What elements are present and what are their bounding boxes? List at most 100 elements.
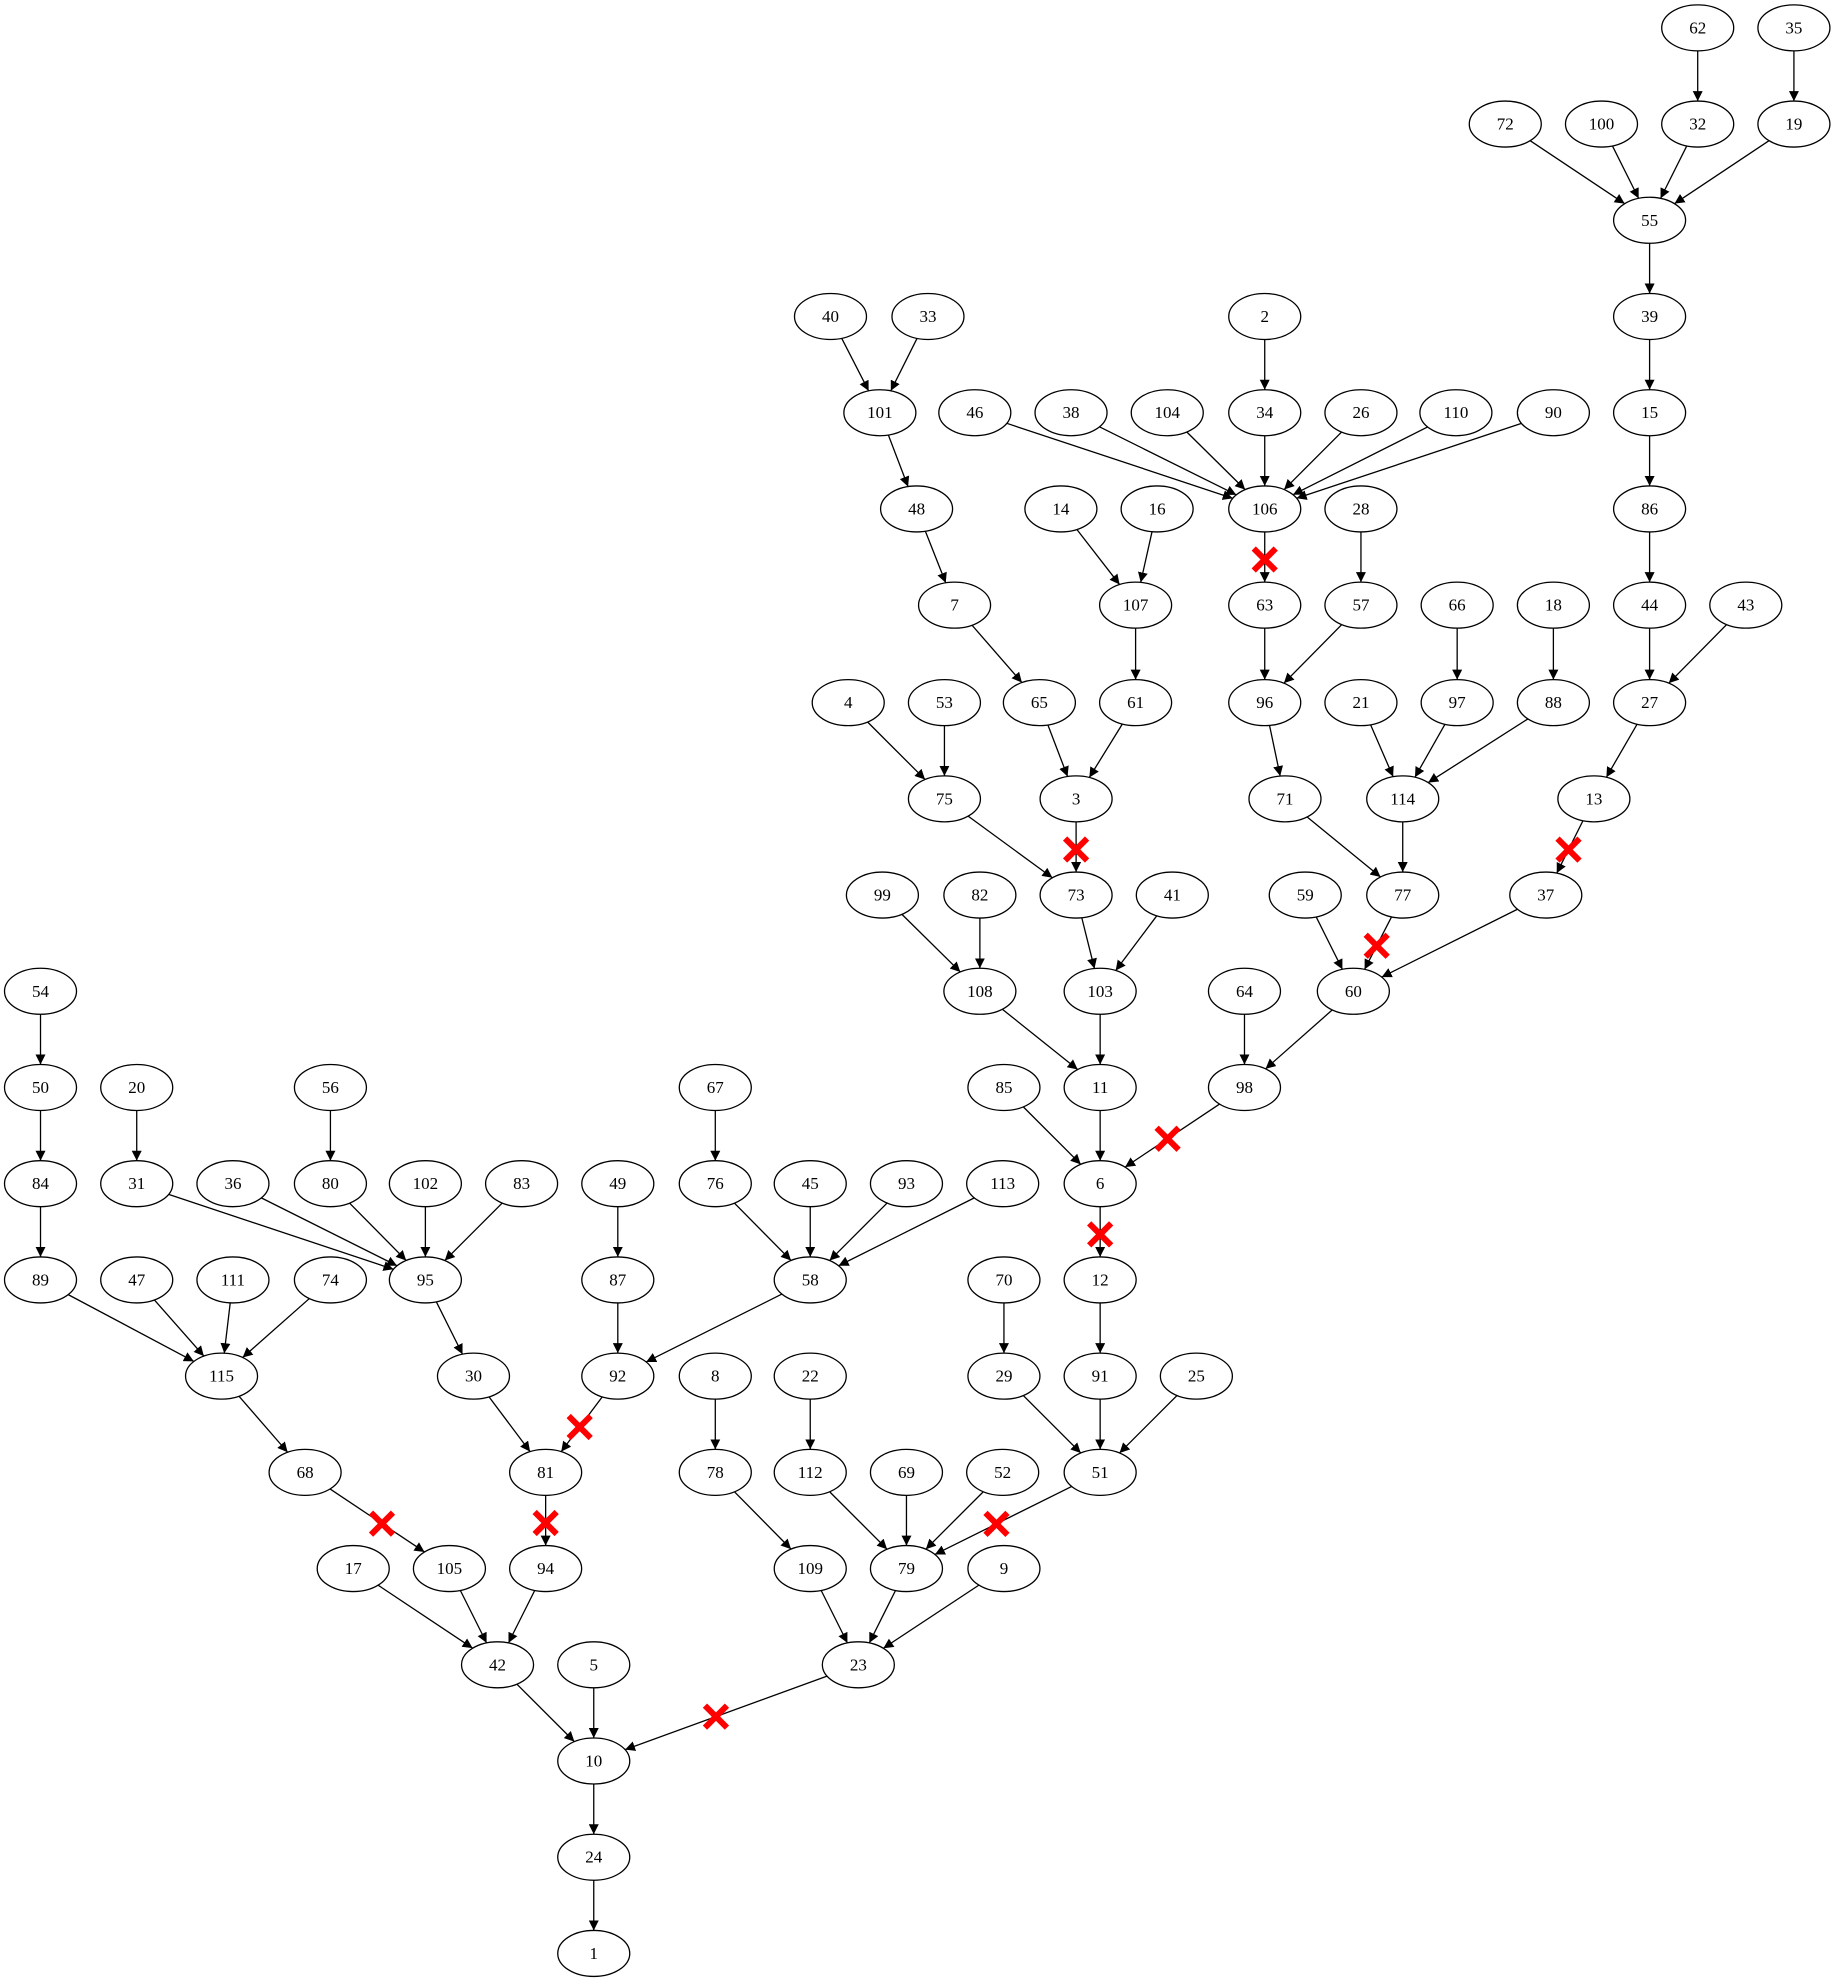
node-89[interactable]: 89 <box>3 1256 78 1304</box>
node-69[interactable]: 69 <box>869 1448 944 1497</box>
node-64[interactable]: 64 <box>1207 967 1282 1015</box>
node-101[interactable]: 101 <box>843 389 917 437</box>
node-58[interactable]: 58 <box>773 1256 847 1304</box>
node-60[interactable]: 60 <box>1316 967 1391 1015</box>
node-37[interactable]: 37 <box>1509 871 1583 919</box>
node-102[interactable]: 102 <box>388 1160 463 1208</box>
node-88[interactable]: 88 <box>1516 678 1591 727</box>
node-68[interactable]: 68 <box>268 1448 342 1497</box>
node-82[interactable]: 82 <box>943 871 1017 919</box>
node-86[interactable]: 86 <box>1612 485 1687 533</box>
node-79[interactable]: 79 <box>869 1544 944 1593</box>
node-40[interactable]: 40 <box>793 292 868 341</box>
node-54[interactable]: 54 <box>3 967 78 1015</box>
node-96[interactable]: 96 <box>1228 678 1302 727</box>
node-98[interactable]: 98 <box>1207 1063 1282 1112</box>
node-57[interactable]: 57 <box>1324 581 1398 629</box>
node-109[interactable]: 109 <box>773 1544 847 1593</box>
node-35[interactable]: 35 <box>1757 4 1831 52</box>
node-38[interactable]: 38 <box>1034 389 1108 437</box>
node-47[interactable]: 47 <box>100 1256 174 1304</box>
node-99[interactable]: 99 <box>845 871 920 919</box>
node-25[interactable]: 25 <box>1159 1352 1234 1400</box>
node-113[interactable]: 113 <box>966 1160 1040 1208</box>
node-104[interactable]: 104 <box>1130 389 1204 437</box>
node-33[interactable]: 33 <box>891 292 965 341</box>
node-73[interactable]: 73 <box>1039 871 1113 919</box>
node-91[interactable]: 91 <box>1063 1352 1137 1400</box>
node-12[interactable]: 12 <box>1063 1256 1137 1304</box>
node-114[interactable]: 114 <box>1366 775 1440 823</box>
node-19[interactable]: 19 <box>1757 100 1831 148</box>
node-26[interactable]: 26 <box>1324 389 1398 437</box>
node-51[interactable]: 51 <box>1063 1448 1137 1497</box>
node-17[interactable]: 17 <box>316 1544 390 1593</box>
node-84[interactable]: 84 <box>3 1160 78 1208</box>
node-83[interactable]: 83 <box>484 1160 559 1208</box>
node-76[interactable]: 76 <box>678 1160 752 1208</box>
node-42[interactable]: 42 <box>460 1641 535 1689</box>
node-78[interactable]: 78 <box>678 1448 752 1497</box>
node-74[interactable]: 74 <box>293 1256 368 1304</box>
node-71[interactable]: 71 <box>1248 775 1322 823</box>
node-8[interactable]: 8 <box>678 1352 752 1400</box>
node-61[interactable]: 61 <box>1098 678 1173 727</box>
node-103[interactable]: 103 <box>1063 967 1137 1015</box>
node-85[interactable]: 85 <box>967 1063 1041 1112</box>
node-28[interactable]: 28 <box>1324 485 1398 533</box>
node-53[interactable]: 53 <box>907 678 982 727</box>
node-29[interactable]: 29 <box>967 1352 1041 1400</box>
node-4[interactable]: 4 <box>811 678 885 727</box>
node-14[interactable]: 14 <box>1024 485 1098 533</box>
node-46[interactable]: 46 <box>938 389 1012 437</box>
node-90[interactable]: 90 <box>1516 389 1591 437</box>
node-87[interactable]: 87 <box>581 1256 655 1304</box>
node-1[interactable]: 1 <box>557 1929 631 1978</box>
node-65[interactable]: 65 <box>1002 678 1077 727</box>
node-39[interactable]: 39 <box>1612 292 1687 341</box>
node-2[interactable]: 2 <box>1228 292 1302 341</box>
node-115[interactable]: 115 <box>184 1352 259 1400</box>
node-30[interactable]: 30 <box>436 1352 511 1400</box>
node-108[interactable]: 108 <box>943 967 1017 1015</box>
node-49[interactable]: 49 <box>581 1160 655 1208</box>
node-81[interactable]: 81 <box>508 1448 583 1497</box>
node-70[interactable]: 70 <box>967 1256 1041 1304</box>
node-111[interactable]: 111 <box>196 1256 270 1304</box>
node-41[interactable]: 41 <box>1135 871 1209 919</box>
node-52[interactable]: 52 <box>966 1448 1040 1497</box>
node-107[interactable]: 107 <box>1098 581 1173 629</box>
node-93[interactable]: 93 <box>869 1160 944 1208</box>
node-62[interactable]: 62 <box>1661 4 1735 52</box>
node-97[interactable]: 97 <box>1420 678 1494 727</box>
node-18[interactable]: 18 <box>1516 581 1591 629</box>
node-13[interactable]: 13 <box>1557 775 1631 823</box>
node-95[interactable]: 95 <box>388 1256 463 1304</box>
node-43[interactable]: 43 <box>1709 581 1783 629</box>
node-16[interactable]: 16 <box>1120 485 1194 533</box>
node-80[interactable]: 80 <box>293 1160 368 1208</box>
node-10[interactable]: 10 <box>557 1737 631 1785</box>
node-112[interactable]: 112 <box>773 1448 847 1497</box>
node-44[interactable]: 44 <box>1612 581 1687 629</box>
node-45[interactable]: 45 <box>773 1160 847 1208</box>
node-66[interactable]: 66 <box>1420 581 1494 629</box>
node-34[interactable]: 34 <box>1228 389 1302 437</box>
node-24[interactable]: 24 <box>557 1833 631 1881</box>
node-75[interactable]: 75 <box>907 775 982 823</box>
node-15[interactable]: 15 <box>1612 389 1687 437</box>
node-22[interactable]: 22 <box>773 1352 847 1400</box>
node-92[interactable]: 92 <box>581 1352 655 1400</box>
node-77[interactable]: 77 <box>1366 871 1440 919</box>
node-23[interactable]: 23 <box>821 1641 895 1689</box>
node-105[interactable]: 105 <box>412 1544 487 1593</box>
node-36[interactable]: 36 <box>196 1160 270 1208</box>
node-11[interactable]: 11 <box>1063 1063 1137 1112</box>
node-7[interactable]: 7 <box>917 581 992 629</box>
node-48[interactable]: 48 <box>879 485 954 533</box>
node-110[interactable]: 110 <box>1419 389 1493 437</box>
node-106[interactable]: 106 <box>1228 485 1302 533</box>
node-21[interactable]: 21 <box>1324 678 1398 727</box>
node-5[interactable]: 5 <box>557 1641 631 1689</box>
node-72[interactable]: 72 <box>1468 100 1542 148</box>
